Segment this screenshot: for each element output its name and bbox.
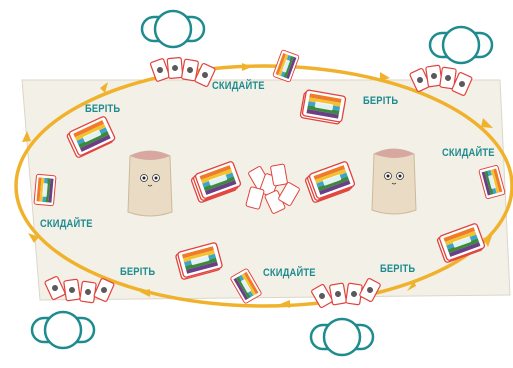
player-bottom-left [32,312,94,348]
label-take-top-left: БЕРІТЬ [85,103,120,115]
player-top-right [430,27,492,63]
arrow-1 [242,63,252,71]
card-top-discard [273,50,300,83]
burrito-left [128,151,172,216]
draw-pile-upper-center [300,90,346,125]
label-discard-top: СКИДАЙТЕ [212,80,265,92]
label-take-bottom-right: БЕРІТЬ [380,263,415,275]
label-take-bottom-left: БЕРІТЬ [120,266,155,278]
player-top-left [142,11,204,47]
label-take-top-right: БЕРІТЬ [363,95,398,107]
label-discard-right: СКИДАЙТЕ [442,147,495,159]
discard-left [34,174,56,206]
label-discard-bottom: СКИДАЙТЕ [263,267,316,279]
burrito-right [372,149,416,214]
player-bottom-right [311,319,373,355]
label-discard-left: СКИДАЙТЕ [40,218,93,230]
